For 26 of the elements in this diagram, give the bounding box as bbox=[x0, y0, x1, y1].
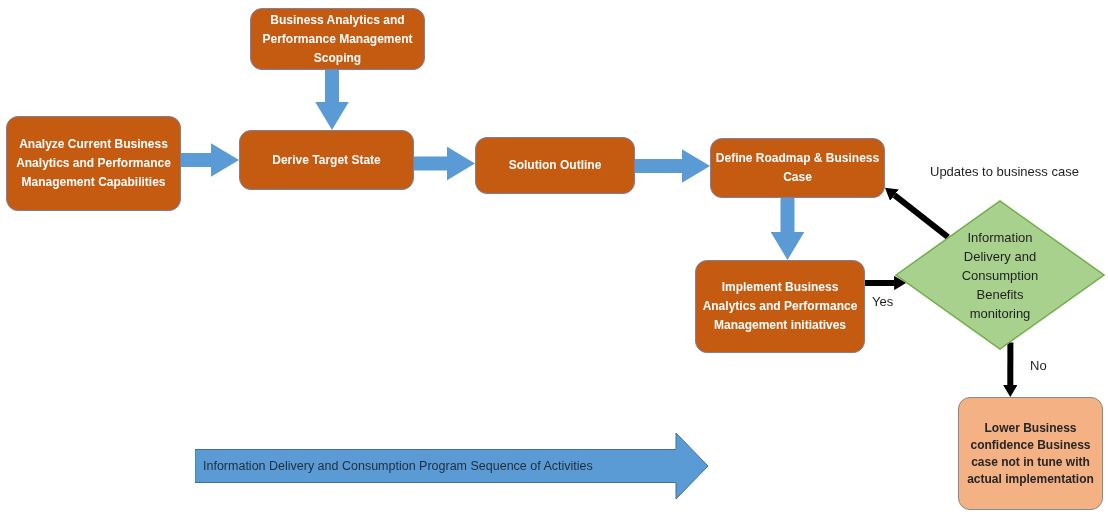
process-box bbox=[695, 260, 865, 353]
node-text: Analyze Current Business Analytics and Performance Management Capabilities bbox=[15, 136, 172, 191]
process-box bbox=[239, 130, 414, 190]
node-text: Business Analytics and Performance Management Scoping bbox=[261, 11, 414, 67]
node-text: Derive Target State bbox=[272, 151, 381, 169]
process-box bbox=[958, 397, 1103, 510]
node-text: Lower Business confidence Business case not in tune with actual implementation bbox=[966, 419, 1095, 488]
arrow bbox=[414, 146, 475, 181]
node-text: Solution Outline bbox=[508, 157, 602, 174]
block-arrow bbox=[195, 433, 708, 499]
process-box bbox=[475, 137, 635, 194]
arrow bbox=[181, 143, 239, 177]
process-box bbox=[710, 138, 885, 198]
arrow bbox=[770, 198, 805, 260]
node-text: Implement Business Analytics and Performance Management initiatives bbox=[701, 279, 859, 334]
arrow bbox=[865, 275, 907, 291]
arrow bbox=[885, 187, 950, 240]
arrow bbox=[315, 70, 349, 130]
node-text: Information Delivery and Consumption Program Sequence of Activities bbox=[203, 457, 593, 475]
process-box bbox=[250, 8, 425, 70]
process-box bbox=[6, 116, 181, 211]
arrow bbox=[635, 149, 710, 183]
arrow bbox=[1003, 342, 1018, 397]
decision-diamond bbox=[895, 200, 1105, 350]
node-text: Information Delivery and Consumption Benefits monitoring bbox=[960, 228, 1040, 323]
node-text: Define Roadmap & Business Case bbox=[715, 150, 880, 186]
